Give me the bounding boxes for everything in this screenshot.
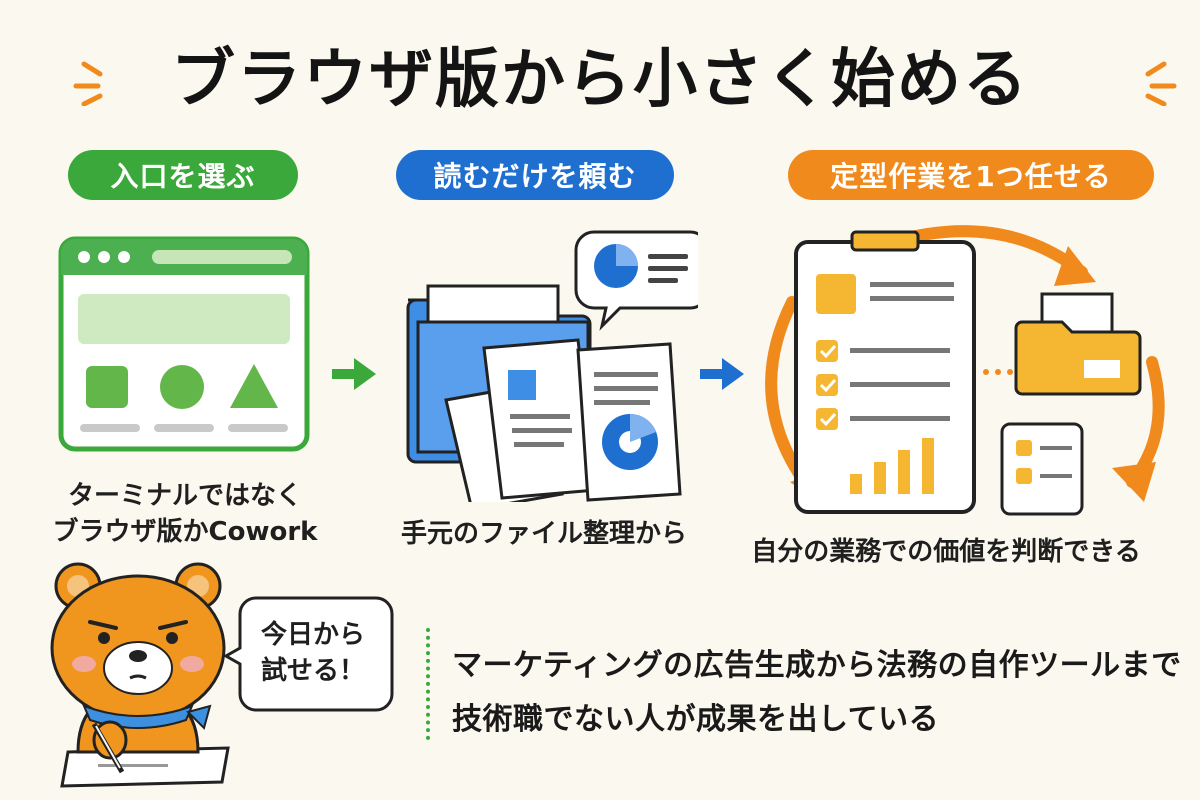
- note-line-2: 技術職でない人が成果を出している: [452, 702, 940, 737]
- sparkle-left-icon: [73, 61, 103, 106]
- step-2-label: 読むだけを頼む: [396, 150, 674, 200]
- step-3-caption: 自分の業務での価値を判断できる: [736, 534, 1156, 570]
- speech-bubble-text: 今日から 試せる！: [238, 598, 388, 708]
- arrow-right-icon: [700, 358, 744, 390]
- browser-window-icon: [58, 236, 310, 452]
- arrow-right-icon: [332, 358, 376, 390]
- bear-mascot-icon: [50, 562, 230, 788]
- step-1-caption-line-2: ブラウザ版かCowork: [52, 517, 318, 547]
- speech-line-2: 試せる！: [260, 656, 365, 686]
- speech-bubble-icon: [222, 596, 394, 712]
- note-line-1: マーケティングの広告生成から法務の自作ツールまで: [452, 648, 1182, 683]
- speech-line-1: 今日から: [260, 620, 365, 650]
- step-3-caption-line-1: 自分の業務での価値を判断できる: [751, 537, 1141, 567]
- step-1-caption-line-1: ターミナルではなく: [67, 481, 302, 511]
- checklist-cycle-icon: [765, 225, 1165, 516]
- dotted-divider: [426, 628, 430, 740]
- page-title: ブラウザ版から小さく始める: [171, 43, 1029, 117]
- step-2-caption: 手元のファイル整理から: [398, 516, 690, 552]
- step-1-label: 入口を選ぶ: [68, 150, 298, 200]
- sparkle-right-icon: [1145, 61, 1177, 106]
- step-3-label: 定型作業を1つ任せる: [788, 150, 1154, 200]
- step-1-caption: ターミナルではなく ブラウザ版かCowork: [30, 478, 340, 550]
- step-2-caption-line-1: 手元のファイル整理から: [400, 519, 687, 549]
- folder-documents-icon: [406, 230, 698, 502]
